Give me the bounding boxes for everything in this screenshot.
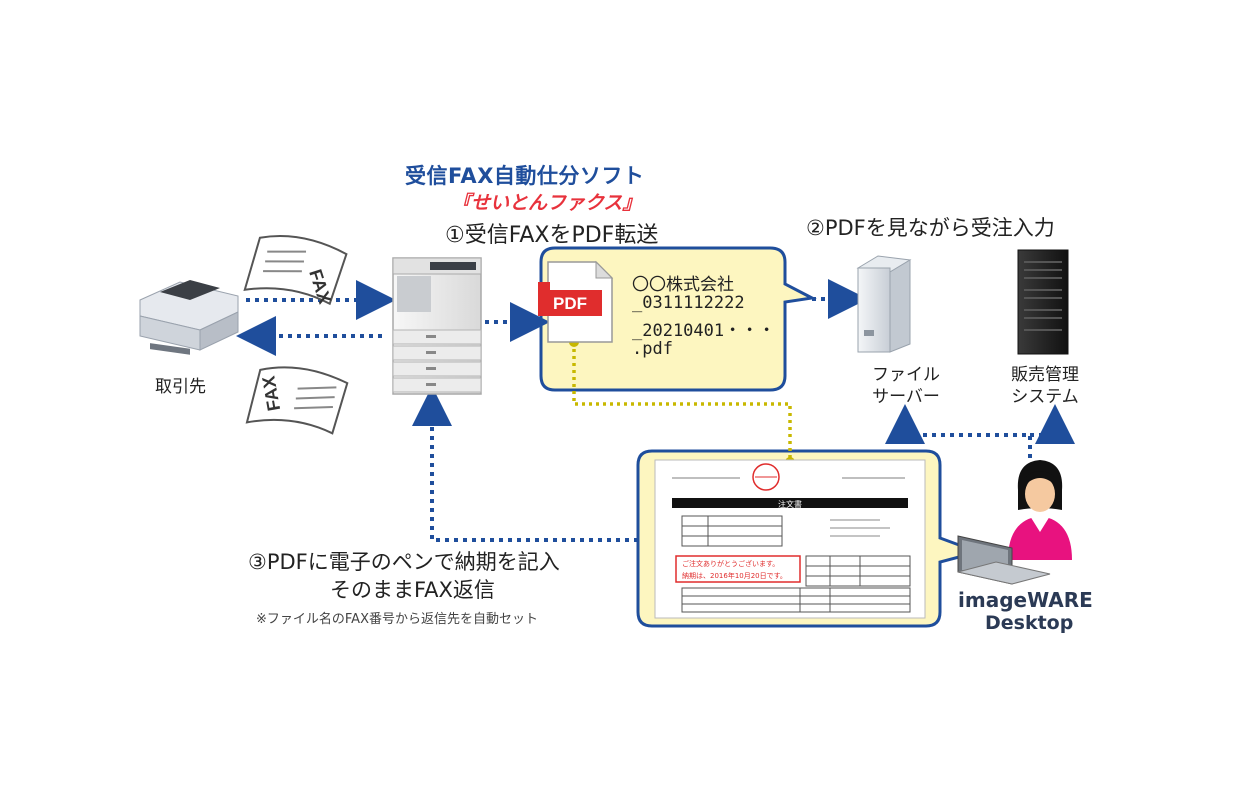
file-server-label-2: サーバー bbox=[872, 387, 940, 407]
sales-system-rack-icon bbox=[1017, 249, 1069, 355]
file-name-line2: _0311112222 bbox=[632, 293, 745, 313]
step2-label: ②PDFを見ながら受注入力 bbox=[806, 216, 1055, 240]
software-name: 受信FAX自動仕分ソフト bbox=[405, 164, 645, 188]
product-name: 『せいとんファクス』 bbox=[452, 192, 642, 214]
step3-label-line1: ③PDFに電子のペンで納期を記入 bbox=[248, 550, 560, 574]
pdf-badge-text: PDF bbox=[553, 294, 587, 313]
sales-system-label-1: 販売管理 bbox=[1011, 365, 1079, 385]
brand-name-line1: imageWARE bbox=[958, 588, 1093, 612]
order-doc-stamp-text: ご注文ありがとうございます。 bbox=[682, 559, 779, 568]
flow-arrows bbox=[236, 279, 1075, 542]
file-name-line1: 〇〇株式会社 bbox=[632, 275, 734, 295]
brand-name-line2: Desktop bbox=[985, 612, 1074, 634]
user-avatar-icon bbox=[957, 460, 1072, 585]
step3-note: ※ファイル名のFAX番号から返信先を自動セット bbox=[256, 612, 538, 627]
file-name-line3: _20210401・・・ bbox=[632, 321, 776, 341]
file-server-icon bbox=[856, 255, 912, 353]
multifunction-printer-icon bbox=[392, 257, 482, 395]
customer-fax-machine-icon bbox=[139, 280, 239, 355]
pdf-file-icon: PDF bbox=[538, 260, 614, 343]
order-document-preview: 注文書 ご注文ありがとうございます。 納期は、2016年10月20日です。 bbox=[654, 459, 926, 619]
order-doc-heading: 注文書 bbox=[778, 499, 802, 509]
file-name-line4: .pdf bbox=[632, 339, 673, 359]
fax-paper-incoming-icon: FAX bbox=[243, 235, 348, 306]
sales-system-label-2: システム bbox=[1011, 387, 1079, 407]
fax-paper-outgoing-icon: FAX bbox=[245, 366, 349, 435]
step1-label: ①受信FAXをPDF転送 bbox=[445, 223, 659, 248]
file-server-label-1: ファイル bbox=[872, 365, 940, 385]
order-doc-delivery-note: 納期は、2016年10月20日です。 bbox=[682, 571, 787, 580]
customer-label: 取引先 bbox=[155, 377, 206, 397]
step3-label-line2: そのままFAX返信 bbox=[330, 578, 495, 602]
